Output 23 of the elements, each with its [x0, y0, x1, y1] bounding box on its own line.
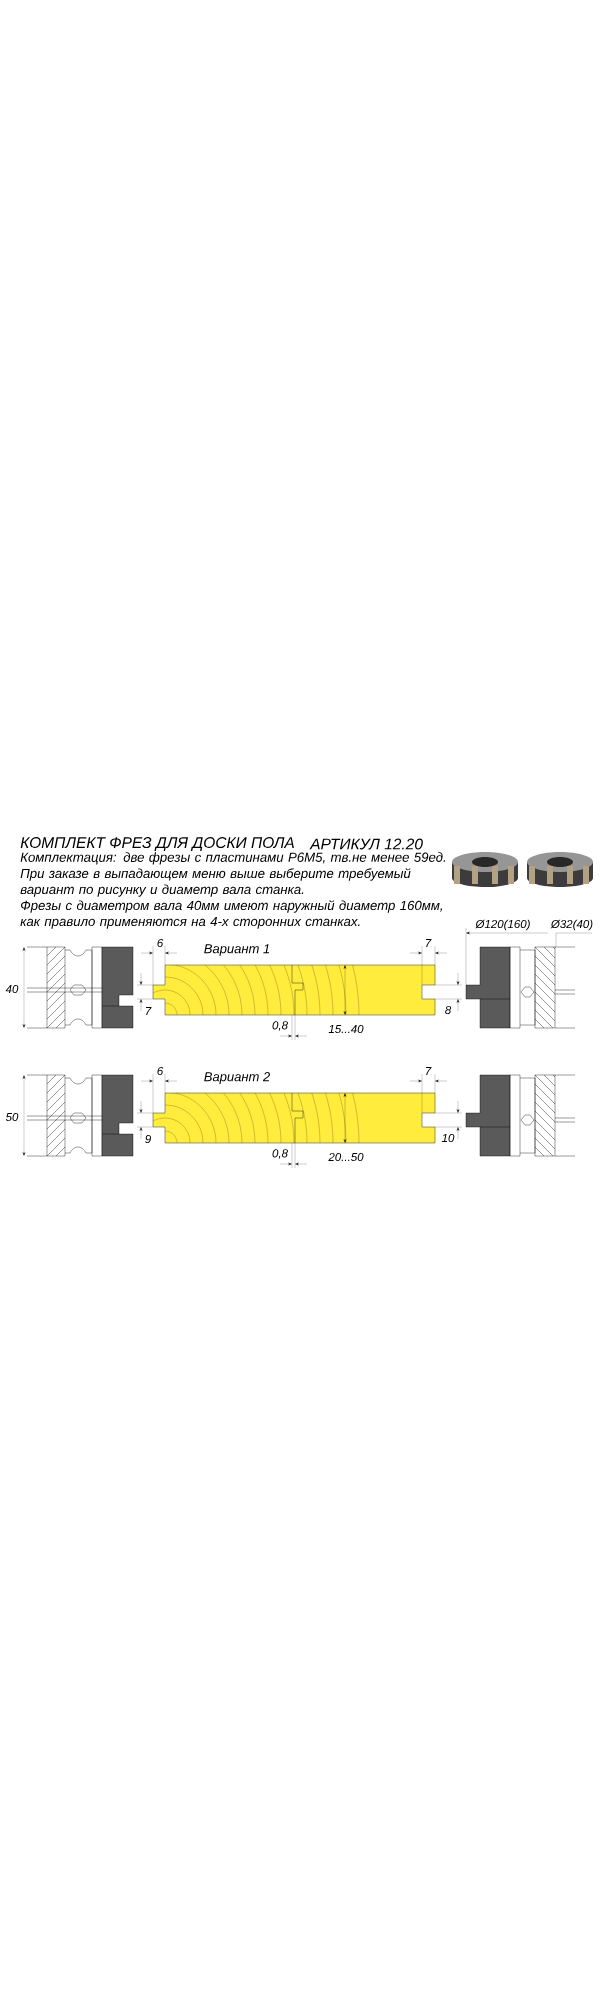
variant-heading: Вариант 2	[204, 1072, 270, 1084]
dimension-label: Ø32(40)	[550, 919, 593, 931]
dimension-label: 9	[145, 1134, 151, 1144]
article-number: АРТИКУЛ 12.20	[309, 838, 423, 850]
dimension-label: 8	[445, 1005, 452, 1015]
dimension-label: 20...50	[328, 1152, 364, 1162]
dimension-label: 7	[146, 1007, 152, 1015]
dimension-label: 50	[5, 1112, 19, 1122]
dimension-label: 0,8	[272, 1149, 288, 1159]
dimension-label: 15...40	[328, 1024, 364, 1034]
dimension-label: 10	[441, 1133, 455, 1143]
variant-heading: Вариант 1	[204, 944, 270, 956]
dimension-label: 6	[157, 1066, 164, 1076]
description-text: Комплектация: две фрезы с пластинами Р6М5, тв.не менее 59ед.	[20, 852, 446, 865]
dimension-label: 7	[426, 1067, 432, 1075]
description-text: Фрезы с диаметром вала 40мм имеют наружный диаметр 160мм, как правило применяются на 4-х сторонних станках.	[20, 900, 442, 929]
title: КОМПЛЕКТ ФРЕЗ ДЛЯ ДОСКИ ПОЛА	[20, 837, 294, 851]
description-text: При заказе в выпадающем меню выше выберите требуемый вариант по рисунку и диаметр вала станка.	[20, 868, 411, 897]
dimension-label: 6	[157, 938, 164, 948]
dimension-label: 7	[426, 939, 432, 947]
dimension-label: Ø120(160)	[475, 919, 530, 931]
dimension-label: 40	[5, 984, 19, 994]
dimension-label: 0,8	[272, 1021, 288, 1031]
